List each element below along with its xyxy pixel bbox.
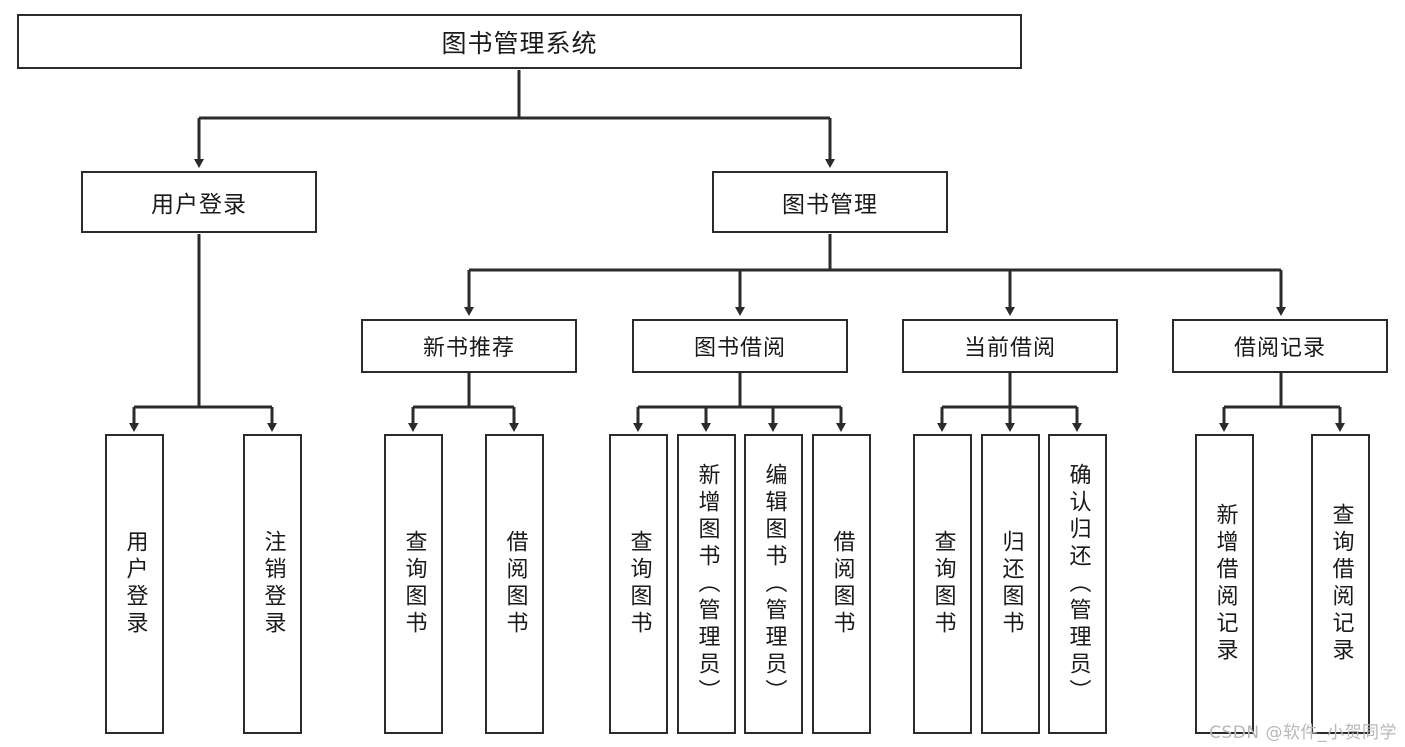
node-label: 新增图书（管理员） xyxy=(694,462,720,706)
leaf-record-query-record[interactable]: 查询借阅记录 xyxy=(1311,434,1370,734)
node-label: 图书管理系统 xyxy=(441,28,598,58)
node-label: 确认归还（管理员） xyxy=(1065,462,1091,706)
leaf-recommend-query-book[interactable]: 查询图书 xyxy=(384,434,443,734)
node-label: 借阅记录 xyxy=(1233,336,1326,361)
node-root-system[interactable]: 图书管理系统 xyxy=(17,14,1022,69)
node-label: 用户登录 xyxy=(122,530,148,638)
node-label: 编辑图书（管理员） xyxy=(761,462,787,706)
node-label: 图书管理 xyxy=(782,192,878,218)
node-label: 查询图书 xyxy=(626,530,652,638)
leaf-user-logout[interactable]: 注销登录 xyxy=(243,434,302,734)
leaf-borrow-add-book-admin[interactable]: 新增图书（管理员） xyxy=(677,434,736,734)
leaf-recommend-borrow-book[interactable]: 借阅图书 xyxy=(485,434,544,734)
node-label: 图书借阅 xyxy=(693,336,786,361)
leaf-borrow-edit-book-admin[interactable]: 编辑图书（管理员） xyxy=(744,434,803,734)
node-book-borrow[interactable]: 图书借阅 xyxy=(632,319,848,373)
node-user-login[interactable]: 用户登录 xyxy=(81,171,317,233)
leaf-user-login[interactable]: 用户登录 xyxy=(105,434,164,734)
node-label: 查询图书 xyxy=(930,530,956,638)
node-label: 借阅图书 xyxy=(502,530,528,638)
watermark-text: CSDN @软件_小贺同学 xyxy=(1209,723,1397,743)
leaf-borrow-query-book[interactable]: 查询图书 xyxy=(609,434,668,734)
node-label: 查询图书 xyxy=(401,530,427,638)
node-label: 当前借阅 xyxy=(963,336,1056,361)
leaf-record-add-record[interactable]: 新增借阅记录 xyxy=(1195,434,1254,734)
node-label: 新书推荐 xyxy=(422,336,515,361)
leaf-borrow-borrow-book[interactable]: 借阅图书 xyxy=(812,434,871,734)
node-current-borrow[interactable]: 当前借阅 xyxy=(902,319,1118,373)
node-label: 注销登录 xyxy=(260,530,286,638)
node-label: 用户登录 xyxy=(151,192,247,218)
node-label: 新增借阅记录 xyxy=(1212,503,1238,665)
node-book-management[interactable]: 图书管理 xyxy=(712,171,948,233)
node-label: 归还图书 xyxy=(998,530,1024,638)
node-new-book-recommend[interactable]: 新书推荐 xyxy=(361,319,577,373)
node-borrow-record[interactable]: 借阅记录 xyxy=(1172,319,1388,373)
leaf-current-query-book[interactable]: 查询图书 xyxy=(913,434,972,734)
node-label: 借阅图书 xyxy=(829,530,855,638)
node-label: 查询借阅记录 xyxy=(1328,503,1354,665)
leaf-current-return-book[interactable]: 归还图书 xyxy=(981,434,1040,734)
leaf-current-confirm-return-admin[interactable]: 确认归还（管理员） xyxy=(1048,434,1107,734)
